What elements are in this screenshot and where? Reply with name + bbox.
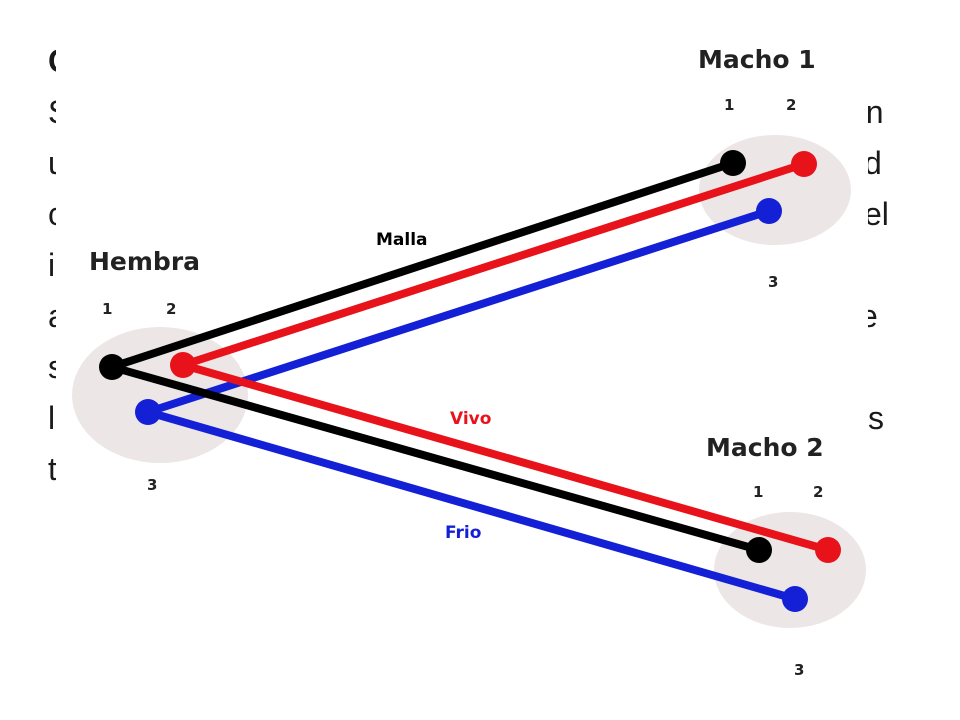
slide-text-fragment: d (864, 145, 882, 181)
macho1-port-1-label: 1 (724, 96, 734, 114)
vivo-wire-to-macho2 (181, 361, 830, 554)
macho1-port-3-label: 3 (768, 273, 778, 291)
frio-label: Frio (445, 523, 481, 543)
hembra-title: Hembra (89, 247, 200, 276)
slide-text-fragment: el (864, 196, 889, 232)
malla-label: Malla (376, 230, 428, 250)
macho2-port-2-label: 2 (813, 483, 823, 501)
macho2-port-3-label: 3 (794, 661, 804, 679)
frio-wire-to-macho1 (146, 207, 771, 416)
macho2-pin-1 (746, 537, 772, 563)
macho2-pin-3 (782, 586, 808, 612)
frio-wire-to-macho2 (146, 408, 797, 603)
slide-text-line: i (48, 240, 908, 291)
macho1-title: Macho 1 (698, 45, 816, 74)
slide-text-line: t (48, 444, 908, 495)
vivo-label: Vivo (450, 409, 491, 429)
macho1-pin-2 (791, 151, 817, 177)
macho1-port-2-label: 2 (786, 96, 796, 114)
hembra-pin-1 (99, 354, 125, 380)
malla-wire-to-macho1 (110, 159, 735, 371)
vivo-wire-to-macho1 (181, 160, 806, 369)
macho1-pin-3 (756, 198, 782, 224)
hembra-pin-2 (170, 352, 196, 378)
hembra-pin-3 (135, 399, 161, 425)
slide-text-fragment: t (48, 451, 57, 487)
macho1-pin-1 (720, 150, 746, 176)
macho2-title: Macho 2 (706, 433, 824, 462)
slide-text-fragment: i (48, 247, 56, 283)
slide-text-fragment: s (868, 400, 884, 436)
hembra-port-2-label: 2 (166, 300, 176, 318)
macho2-port-1-label: 1 (753, 483, 763, 501)
hembra-port-1-label: 1 (102, 300, 112, 318)
hembra-port-3-label: 3 (147, 476, 157, 494)
slide-text-fragment: l (48, 400, 56, 436)
macho2-pin-2 (815, 537, 841, 563)
malla-wire-to-macho2 (110, 363, 761, 554)
